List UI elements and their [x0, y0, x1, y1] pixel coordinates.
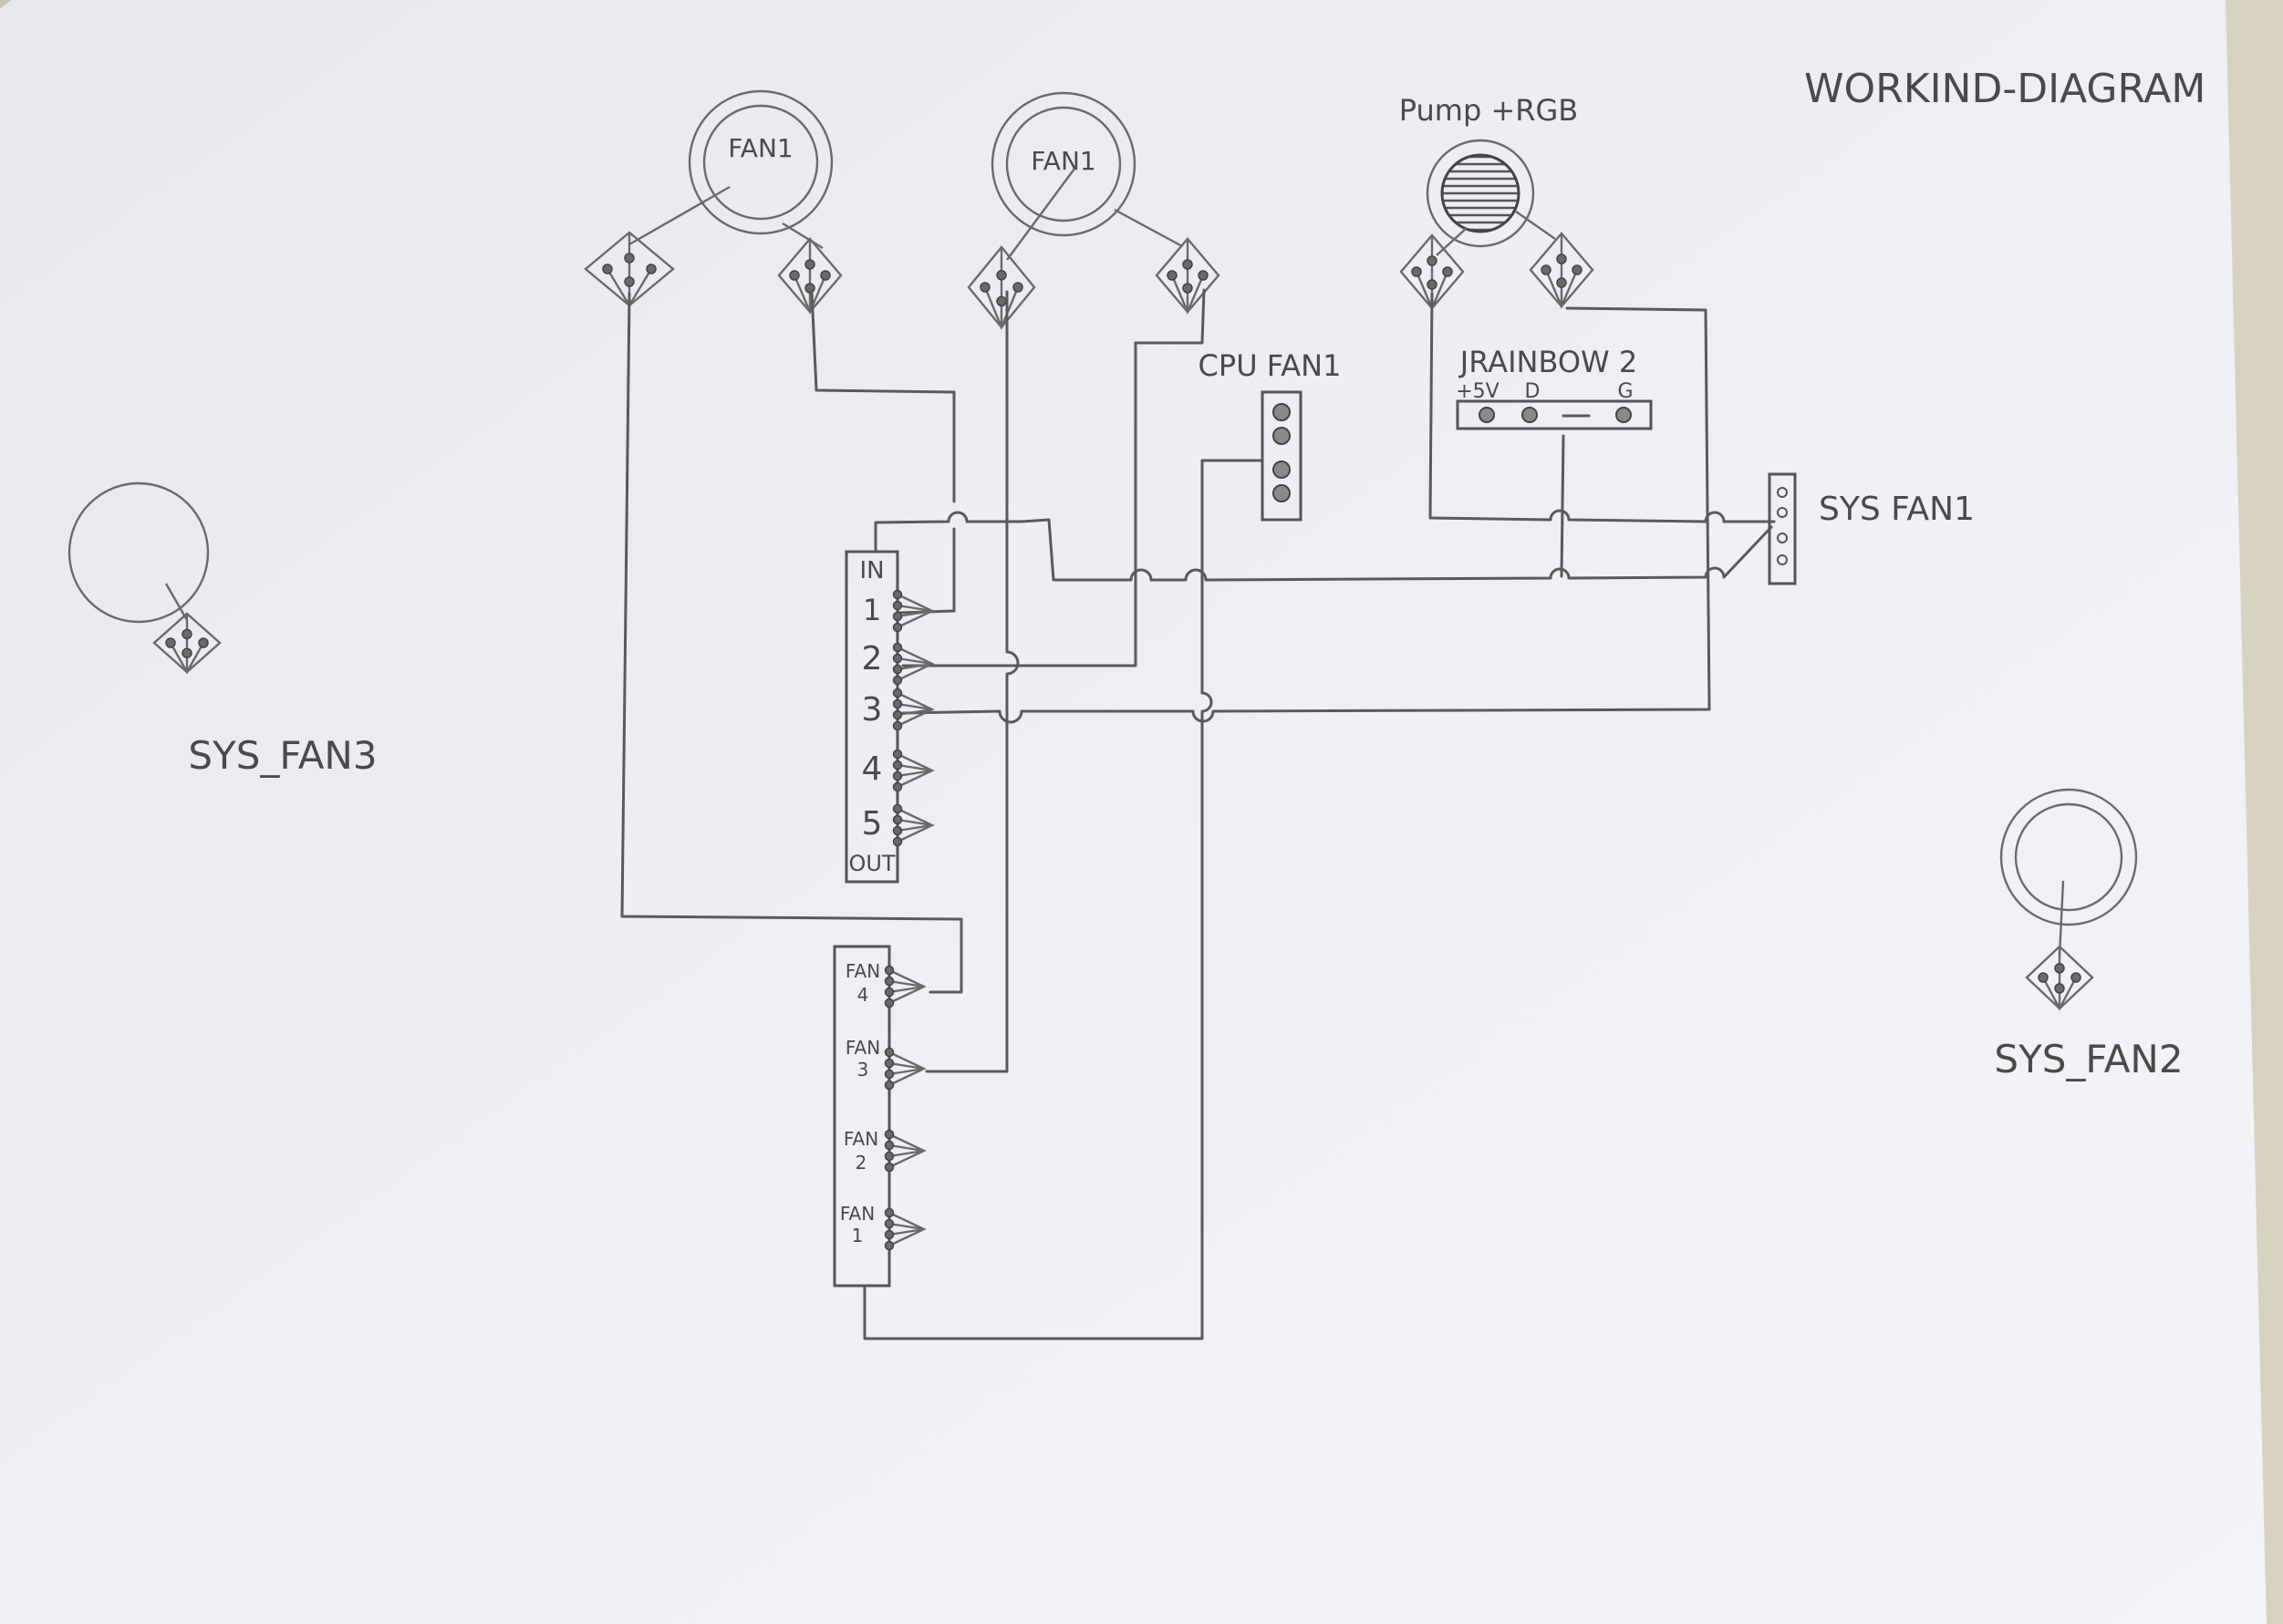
sys-fan3-connector — [152, 612, 222, 675]
cpu-fan1-header: CPU FAN1 — [1199, 348, 1342, 522]
fan1-right-connector — [777, 237, 843, 315]
splitter-out-label: OUT — [848, 851, 895, 876]
jrainbow2-pin-5v: +5V — [1456, 380, 1499, 403]
hub-port-fan1-label: FAN — [840, 1203, 875, 1225]
fan-connectors — [152, 231, 2094, 1011]
splitter-prong — [892, 749, 935, 792]
sys-fan3: SYS_FAN3 — [67, 481, 378, 778]
fan1-inner-ring — [702, 104, 819, 221]
sys-fan3-ring — [67, 481, 210, 624]
cpu-fan1-pin — [1272, 484, 1291, 502]
hub-port-fan3-num: 3 — [857, 1059, 869, 1081]
wire-cpu-fan — [863, 459, 1262, 1340]
jrainbow2-label: JRAINBOW 2 — [1458, 345, 1637, 379]
sys-fan1-header: SYS FAN1 — [1768, 472, 1975, 585]
cpu-fan1-body — [1261, 390, 1302, 522]
pump-right-connector — [1529, 232, 1594, 310]
hub-port-fan2-num: 2 — [856, 1152, 867, 1174]
sys-fan2-outer-ring — [1999, 788, 2138, 926]
hub-port-fan1-num: 1 — [852, 1225, 864, 1246]
hub-port-fan2: FAN 2 — [844, 1128, 878, 1174]
splitter-port-5: 5 — [862, 805, 883, 843]
fan2-outer-ring — [991, 91, 1136, 237]
hub-prong — [884, 1207, 927, 1251]
jrainbow2-pin — [1615, 407, 1632, 423]
splitter-port-3: 3 — [862, 691, 883, 729]
hub-port-fan2-label: FAN — [844, 1128, 878, 1150]
splitter-prong — [892, 589, 935, 633]
wire-pump-left — [1428, 292, 1776, 523]
jrainbow2-pin — [1521, 407, 1538, 423]
sys-fan1-pin — [1777, 554, 1788, 565]
fan1: FAN1 — [628, 89, 834, 250]
wire-fan2-left — [925, 290, 1020, 1073]
pump-label: Pump +RGB — [1399, 93, 1578, 128]
hub-port-fan4-label: FAN — [846, 960, 880, 982]
fan1-outer-ring — [688, 89, 834, 235]
splitter: IN OUT 1 2 3 4 5 — [845, 550, 935, 884]
splitter-prong — [892, 803, 935, 847]
jrainbow2-body — [1456, 399, 1653, 430]
splitter-port-4: 4 — [862, 750, 883, 788]
wire-rgb-data — [1560, 434, 1565, 578]
cpu-fan1-pin — [1272, 460, 1291, 479]
sys-fan2-connector — [2025, 945, 2094, 1011]
hub-port-fan4-num: 4 — [857, 984, 869, 1006]
wire-fan1-right — [810, 290, 956, 615]
wire-fan2-right — [901, 288, 1206, 667]
sys-fan2: SYS_FAN2 — [1994, 788, 2184, 1081]
sys-fan2-inner-ring — [2014, 802, 2123, 912]
splitter-prongs — [892, 589, 935, 847]
hub-prong — [884, 1129, 927, 1173]
hub-port-fan4: FAN 4 — [846, 960, 880, 1006]
splitter-port-1: 1 — [863, 593, 881, 627]
sys-fan3-label: SYS_FAN3 — [188, 733, 377, 778]
hub-prongs — [884, 965, 927, 1251]
hub-port-fan3: FAN 3 — [846, 1037, 880, 1081]
cpu-fan1-pin — [1272, 403, 1291, 421]
fan2-right-connector — [1155, 237, 1220, 315]
fan1-label: FAN1 — [728, 133, 793, 163]
fan2-label: FAN1 — [1031, 146, 1095, 176]
hub-prong — [884, 1047, 927, 1091]
fan-hub: FAN 4 FAN 3 FAN 2 FAN 1 — [833, 945, 927, 1288]
splitter-in-label: IN — [859, 557, 884, 584]
splitter-prong — [892, 688, 935, 731]
hub-port-fan3-label: FAN — [846, 1037, 880, 1059]
splitter-prong — [892, 642, 935, 686]
jrainbow2-pin-d: D — [1525, 380, 1541, 403]
jrainbow2-pin-g: G — [1617, 380, 1633, 403]
sys-fan1-body — [1768, 472, 1797, 585]
sys-fan1-label: SYS FAN1 — [1819, 491, 1975, 528]
pump: Pump +RGB — [1399, 93, 1578, 256]
cpu-fan1-pin — [1272, 427, 1291, 445]
wire-fan1-left — [620, 292, 963, 994]
sys-fan1-pin — [1777, 507, 1788, 518]
wire-in-bus — [874, 511, 1773, 582]
jrainbow2-header: JRAINBOW 2 +5V D G — [1456, 345, 1653, 430]
wires — [620, 288, 1776, 1340]
sys-fan2-label: SYS_FAN2 — [1994, 1037, 2183, 1081]
fan2: FAN1 — [991, 91, 1183, 261]
sys-fan1-pin — [1777, 487, 1788, 498]
fan2-inner-ring — [1005, 106, 1122, 222]
jrainbow2-pin — [1479, 407, 1495, 423]
sys-fan1-pin — [1777, 533, 1788, 543]
cpu-fan1-label: CPU FAN1 — [1199, 348, 1342, 383]
wire-pump-right — [901, 306, 1711, 724]
table-edge — [2226, 0, 2283, 1624]
hub-prong — [884, 965, 927, 1009]
hub-port-fan1: FAN 1 — [840, 1203, 875, 1246]
pump-outer — [1426, 139, 1535, 248]
splitter-port-2: 2 — [862, 640, 883, 678]
pump-hatched — [1440, 153, 1520, 233]
diagram-title: WORKIND-DIAGRAM — [1804, 66, 2205, 112]
hub-body — [833, 945, 891, 1288]
